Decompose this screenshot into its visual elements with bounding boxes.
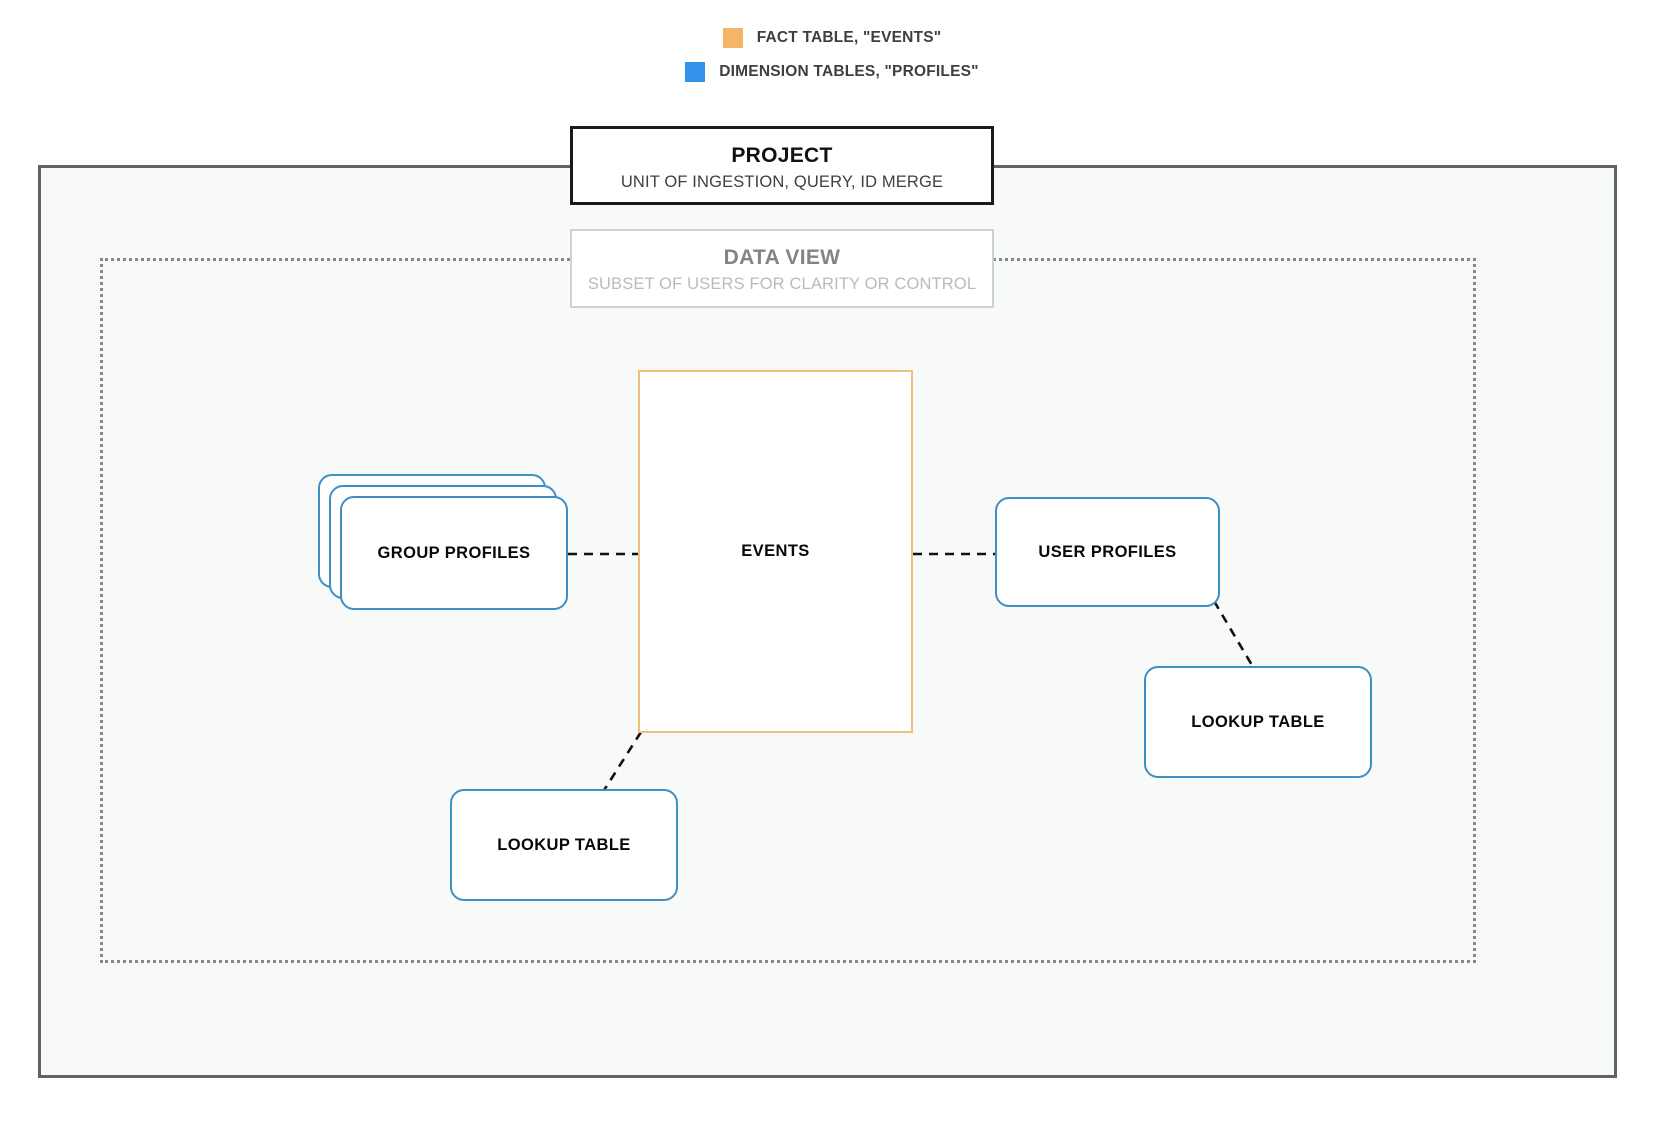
node-group-profiles-label: GROUP PROFILES xyxy=(377,543,531,562)
node-lookup-table-left-label: LOOKUP TABLE xyxy=(497,835,631,854)
node-group-profiles[interactable]: GROUP PROFILES xyxy=(318,474,568,610)
legend-item-dimension-tables: DIMENSION TABLES, "PROFILES" xyxy=(685,62,979,82)
node-lookup-table-right[interactable]: LOOKUP TABLE xyxy=(1144,666,1372,778)
project-subtitle: UNIT OF INGESTION, QUERY, ID MERGE xyxy=(620,173,944,192)
orange-square-swatch-icon xyxy=(722,28,743,48)
legend-label-dimension-tables: DIMENSION TABLES, "PROFILES" xyxy=(719,63,979,80)
legend: FACT TABLE, "EVENTS" DIMENSION TABLES, "… xyxy=(0,28,1664,82)
data-view-label-box: DATA VIEW SUBSET OF USERS FOR CLARITY OR… xyxy=(570,229,994,308)
node-lookup-table-left[interactable]: LOOKUP TABLE xyxy=(450,789,678,901)
data-view-subtitle: SUBSET OF USERS FOR CLARITY OR CONTROL xyxy=(587,275,977,294)
node-user-profiles[interactable]: USER PROFILES xyxy=(995,497,1220,607)
blue-square-swatch-icon xyxy=(685,62,706,82)
legend-item-fact-table: FACT TABLE, "EVENTS" xyxy=(722,28,942,48)
node-events[interactable]: EVENTS xyxy=(638,370,913,733)
project-title: PROJECT xyxy=(731,144,833,167)
node-user-profiles-label: USER PROFILES xyxy=(1038,542,1177,561)
group-profiles-card-front[interactable]: GROUP PROFILES xyxy=(340,496,568,610)
node-lookup-table-right-label: LOOKUP TABLE xyxy=(1191,712,1325,731)
legend-label-fact-table: FACT TABLE, "EVENTS" xyxy=(756,29,942,46)
node-events-label: EVENTS xyxy=(741,542,810,560)
project-label-box: PROJECT UNIT OF INGESTION, QUERY, ID MER… xyxy=(570,126,994,205)
data-view-title: DATA VIEW xyxy=(723,246,841,269)
